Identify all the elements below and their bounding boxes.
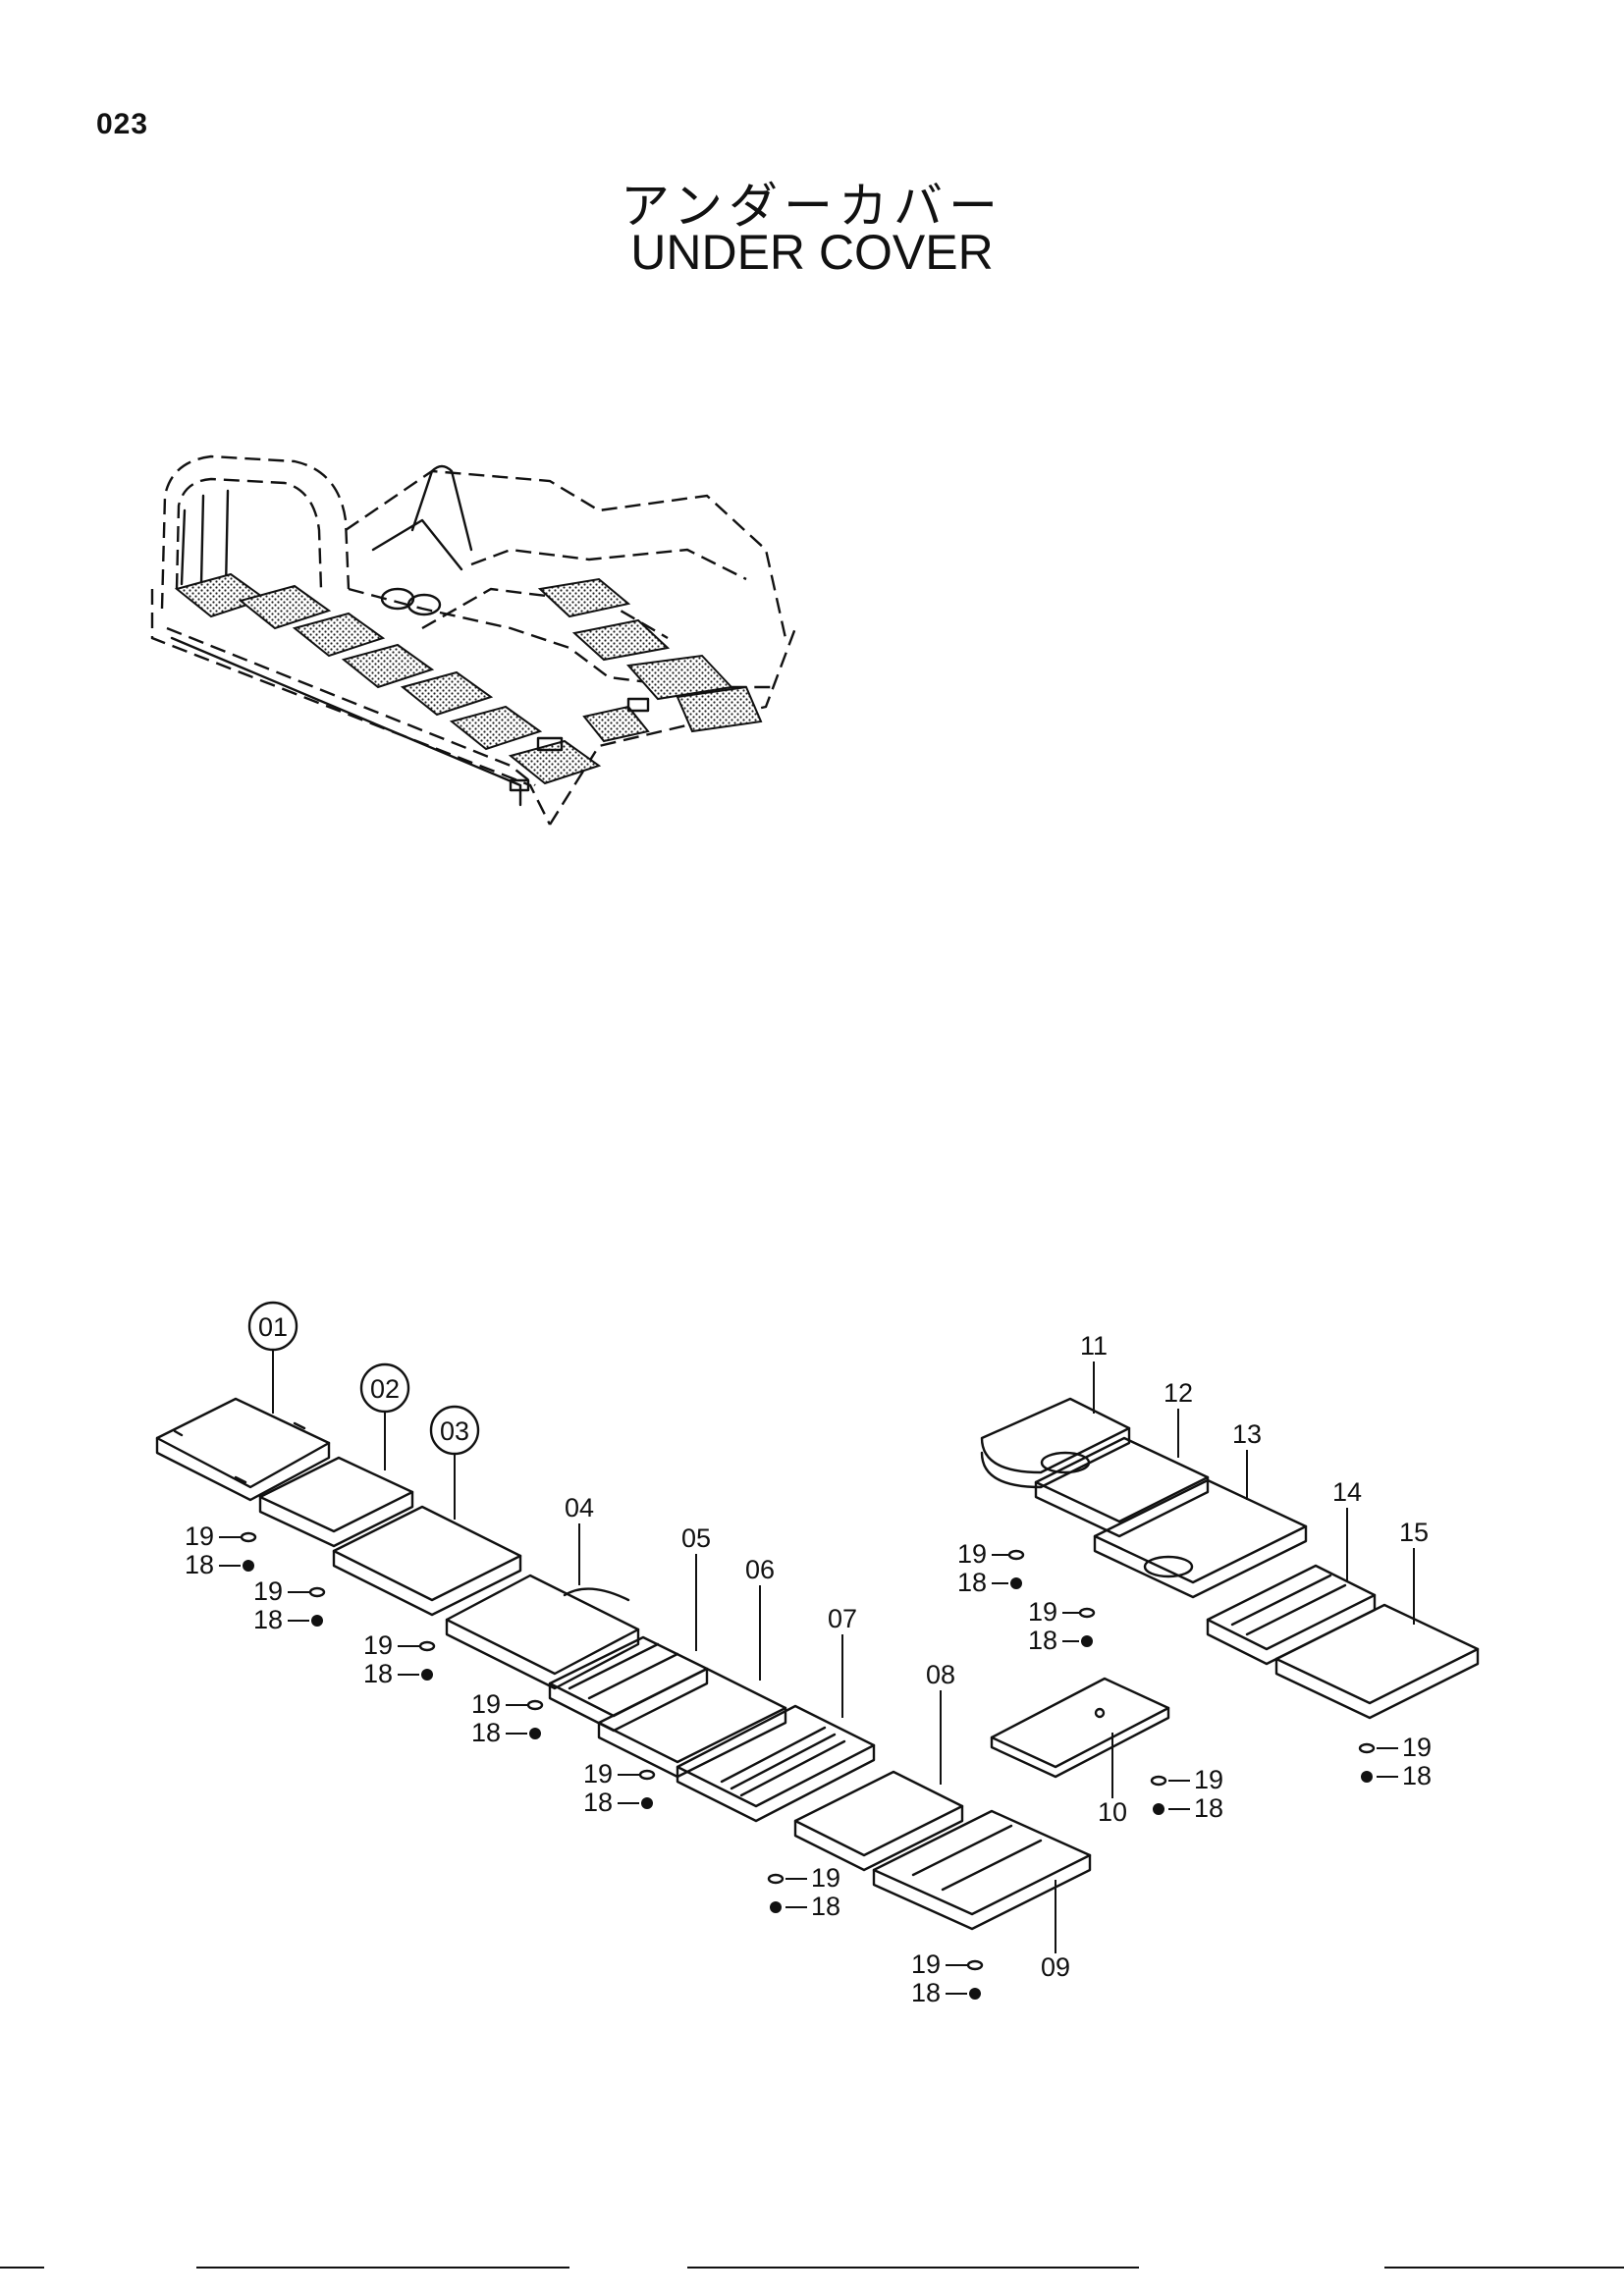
svg-text:19: 19 xyxy=(363,1630,393,1660)
callouts: 01 02 03 04 05 06 07 08 09 10 11 12 13 1… xyxy=(185,1301,1432,2007)
svg-text:18: 18 xyxy=(911,1978,941,2007)
callout-12: 12 xyxy=(1164,1378,1193,1408)
fastener-set-8: 19 18 xyxy=(957,1539,1025,1597)
panel-15 xyxy=(1274,1603,1480,1720)
svg-text:18: 18 xyxy=(1028,1626,1057,1655)
svg-text:18: 18 xyxy=(811,1892,840,1921)
svg-text:18: 18 xyxy=(185,1550,214,1579)
panel-05 xyxy=(548,1635,709,1733)
callout-14: 14 xyxy=(1332,1477,1362,1507)
fastener-set-9: 19 18 xyxy=(1028,1597,1096,1655)
callout-10: 10 xyxy=(1098,1797,1127,1827)
svg-text:18: 18 xyxy=(583,1788,613,1817)
svg-text:19: 19 xyxy=(811,1863,840,1893)
svg-text:18: 18 xyxy=(1402,1761,1432,1790)
fastener-set-7: 19 18 xyxy=(911,1949,984,2007)
svg-text:18: 18 xyxy=(253,1605,283,1634)
page-number: 023 xyxy=(96,108,149,140)
svg-text:18: 18 xyxy=(471,1718,501,1747)
panel-02 xyxy=(258,1456,414,1548)
callout-13: 13 xyxy=(1232,1419,1262,1449)
panel-10 xyxy=(990,1677,1170,1779)
callout-01: 01 xyxy=(258,1312,288,1342)
callout-02: 02 xyxy=(370,1374,400,1404)
callout-04: 04 xyxy=(565,1493,594,1522)
fastener-set-10: 19 18 xyxy=(1150,1765,1223,1823)
callout-09: 09 xyxy=(1041,1952,1070,1982)
panel-09 xyxy=(872,1809,1092,1931)
panel-11 xyxy=(980,1397,1131,1489)
fastener-set-11: 19 18 xyxy=(1358,1733,1432,1790)
panel-01 xyxy=(155,1397,331,1502)
fastener-set-4: 19 18 xyxy=(471,1689,544,1747)
page-title-english: UNDER COVER xyxy=(630,225,994,280)
svg-text:19: 19 xyxy=(957,1539,987,1569)
panel-08 xyxy=(793,1770,964,1872)
machine-overview-illustration xyxy=(150,454,797,826)
callout-15: 15 xyxy=(1399,1518,1429,1547)
fastener-set-5: 19 18 xyxy=(583,1759,656,1817)
svg-text:19: 19 xyxy=(1194,1765,1223,1794)
callout-07: 07 xyxy=(828,1604,857,1633)
svg-text:19: 19 xyxy=(583,1759,613,1789)
callout-03: 03 xyxy=(440,1416,469,1446)
svg-text:19: 19 xyxy=(471,1689,501,1719)
panel-12 xyxy=(1034,1436,1210,1538)
callout-11: 11 xyxy=(1080,1331,1108,1361)
panel-03 xyxy=(332,1505,522,1617)
svg-text:19: 19 xyxy=(1028,1597,1057,1627)
svg-text:18: 18 xyxy=(1194,1793,1223,1823)
svg-text:18: 18 xyxy=(363,1659,393,1688)
fastener-set-6: 19 18 xyxy=(767,1863,840,1921)
svg-text:19: 19 xyxy=(185,1522,214,1551)
fastener-set-3: 19 18 xyxy=(363,1630,436,1688)
exploded-panels-left xyxy=(155,1397,1092,1931)
exploded-panels-right xyxy=(980,1397,1480,1779)
svg-text:19: 19 xyxy=(911,1949,941,1979)
svg-text:19: 19 xyxy=(1402,1733,1432,1762)
panel-07 xyxy=(676,1704,876,1823)
callout-08: 08 xyxy=(926,1660,955,1689)
fastener-set-2: 19 18 xyxy=(253,1576,326,1634)
page-title-japanese: アンダーカバー xyxy=(621,178,1003,235)
panel-14 xyxy=(1206,1564,1377,1666)
panel-13 xyxy=(1093,1478,1308,1599)
svg-text:19: 19 xyxy=(253,1576,283,1606)
fastener-set-1: 19 18 xyxy=(185,1522,257,1579)
callout-06: 06 xyxy=(745,1555,775,1584)
svg-text:18: 18 xyxy=(957,1568,987,1597)
callout-05: 05 xyxy=(681,1523,711,1553)
